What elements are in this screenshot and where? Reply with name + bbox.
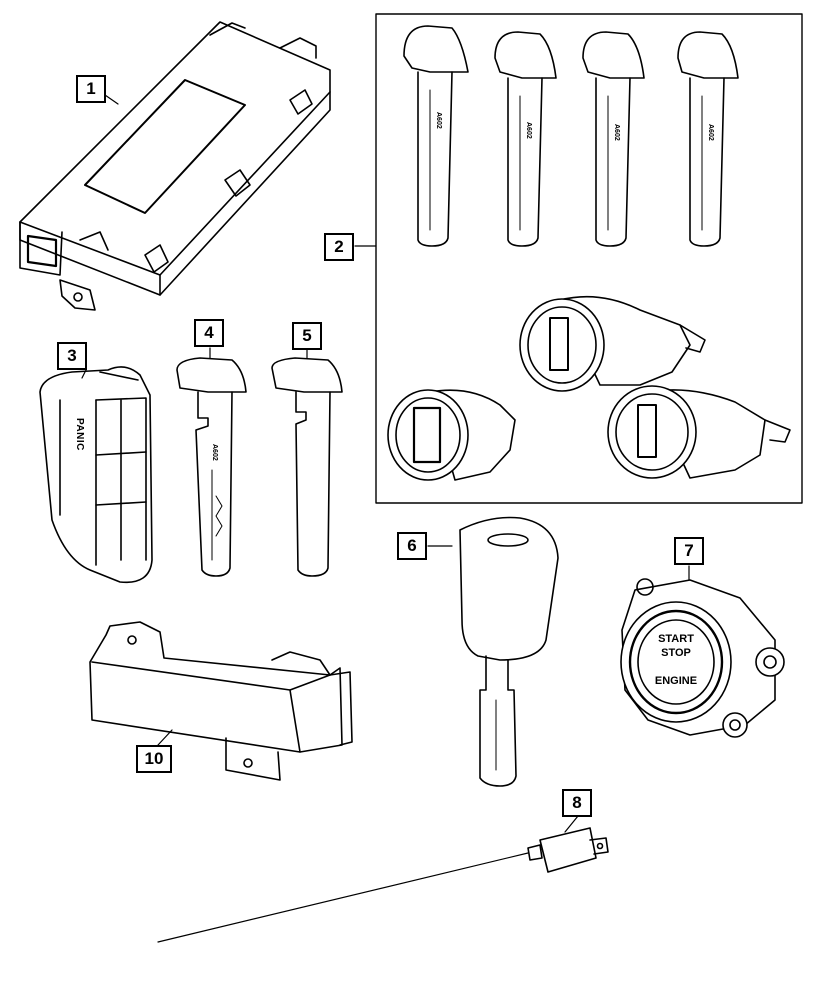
key-code-label: A602 bbox=[613, 124, 620, 141]
key-code-label: A602 bbox=[435, 112, 442, 129]
antenna-part-8 bbox=[157, 827, 609, 943]
start-stop-switch-part-7 bbox=[620, 578, 785, 738]
callout-6: 6 bbox=[397, 532, 427, 560]
stop-label: STOP bbox=[661, 647, 691, 659]
blade-keys-part-2 bbox=[403, 25, 739, 247]
callout-1: 1 bbox=[76, 75, 106, 103]
lock-cylinders-part-2 bbox=[387, 295, 791, 481]
part-2-panel bbox=[375, 13, 803, 504]
key-code-label: A602 bbox=[525, 122, 532, 139]
fob-panic-label: PANIC bbox=[74, 418, 85, 451]
key-code-label: A602 bbox=[211, 444, 218, 461]
callout-7: 7 bbox=[674, 537, 704, 565]
start-label: START bbox=[658, 633, 694, 645]
leader-lines bbox=[81, 94, 690, 833]
key-fob-part-3 bbox=[39, 366, 153, 584]
callout-4: 4 bbox=[194, 319, 224, 347]
emergency-key-part-5 bbox=[271, 357, 343, 577]
emergency-key-part-4 bbox=[176, 357, 247, 577]
callout-8: 8 bbox=[562, 789, 592, 817]
callout-5: 5 bbox=[292, 322, 322, 350]
engine-label: ENGINE bbox=[654, 675, 698, 687]
key-code-label: A602 bbox=[707, 124, 714, 141]
control-module-part-1 bbox=[19, 21, 331, 311]
callout-3: 3 bbox=[57, 342, 87, 370]
transponder-key-part-6 bbox=[459, 516, 559, 787]
callout-10: 10 bbox=[136, 745, 172, 773]
callout-2: 2 bbox=[324, 233, 354, 261]
bracket-part-10 bbox=[89, 621, 353, 781]
